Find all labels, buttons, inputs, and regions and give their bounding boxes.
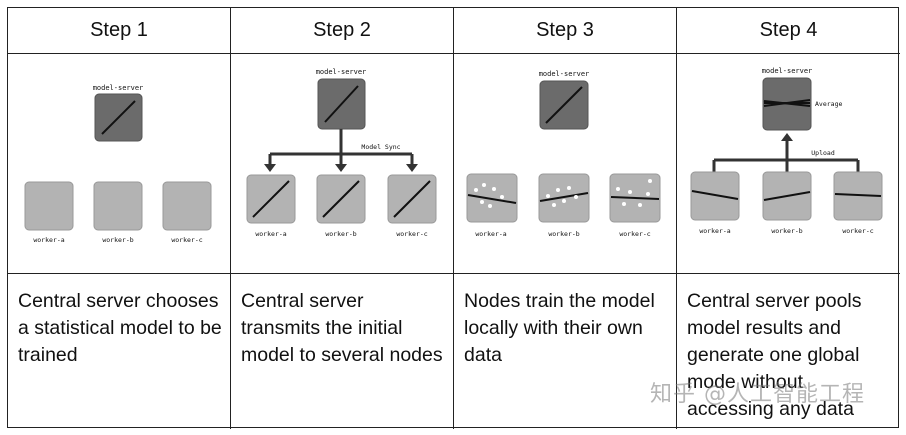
step-4-worker-b-model-line [763,191,811,201]
step-2-diagram: model-server Model Sync worker-a worker-… [231,54,454,274]
step-4-diagram: model-server Average Upload worker-a wor [677,54,900,274]
step-2-header: Step 2 [231,8,454,54]
step-2-server-label: model-server [316,68,367,76]
step-4-worker-c-label: worker-c [842,227,873,235]
step-1-worker-c-label: worker-c [171,236,202,244]
watermark: 知乎 @人工智能工程 [650,382,865,407]
step-4-upload-label: Upload [811,149,835,157]
step-2-worker-b-model-line [322,180,360,218]
step-1-worker-a-label: worker-a [33,236,64,244]
step-2-arrowhead-b [335,164,347,172]
step-1-diagram-svg: model-server worker-a worker-b worker-c [24,84,212,244]
step-2-worker-c-label: worker-c [396,230,427,238]
step-1-worker-b-label: worker-b [102,236,133,244]
step-4-worker-b-label: worker-b [771,227,802,235]
step-1-title: Step 1 [90,19,148,41]
step-4-server-label: model-server [762,67,813,75]
step-2-server-model-line [324,85,359,123]
step-1-server-label: model-server [93,84,144,92]
step-4-worker-a-label: worker-a [699,227,730,235]
step-4-description: Central server pools model results and g… [687,290,862,420]
step-2-arrowhead-c [406,164,418,172]
step-1-diagram: model-server worker-a worker-b worker-c [8,54,231,274]
step-2-model-sync-label: Model Sync [361,143,400,151]
step-3-data-points [474,179,652,208]
step-4-title: Step 4 [759,19,818,41]
step-2-sync-arrows [268,129,414,164]
step-1-description: Central server chooses a statistical mod… [8,274,231,429]
step-3-diagram: model-server worker-a worker-b worker-c [454,54,677,274]
steps-table: Step 1 Step 2 Step 3 Step 4 model-server… [7,7,900,429]
step-3-server-label: model-server [539,70,590,78]
step-2-worker-a-model-line [252,180,290,218]
step-4-worker-a-model-line [691,190,739,200]
step-1-worker-c-box [162,181,212,231]
step-1-header: Step 1 [8,8,231,54]
step-2-worker-c-model-line [393,180,431,218]
step-2-arrowhead-a [264,164,276,172]
step-3-worker-c-label: worker-c [619,230,650,238]
step-4-diagram-svg: model-server Average Upload worker-a wor [690,67,883,235]
step-4-header: Step 4 [677,8,900,54]
step-1-worker-b-box [93,181,143,231]
step-3-title: Step 3 [536,19,594,41]
step-2-diagram-svg: model-server Model Sync worker-a worker-… [246,68,437,238]
step-1-worker-a-box [24,181,74,231]
step-3-diagram-svg: model-server worker-a worker-b worker-c [466,70,661,238]
step-1-server-model-line [101,100,136,135]
step-3-worker-b-label: worker-b [548,230,579,238]
step-2-worker-a-label: worker-a [255,230,286,238]
step-3-worker-a-label: worker-a [475,230,506,238]
step-4-upload-arrowhead [781,133,793,141]
step-4-average-label: Average [815,100,842,108]
step-2-worker-b-label: worker-b [325,230,356,238]
step-3-description: Nodes train the model locally with their… [454,274,677,429]
step-3-server-model-line [545,86,583,124]
step-3-worker-c-model-line [610,196,660,200]
step-2-description: Central server transmits the initial mod… [231,274,454,429]
step-3-worker-a-model-line [467,194,517,204]
step-4-worker-c-model-line [834,193,882,197]
step-2-title: Step 2 [313,19,371,41]
step-4-upload-arrows [712,140,860,172]
step-3-worker-b-model-line [539,192,589,202]
step-3-header: Step 3 [454,8,677,54]
